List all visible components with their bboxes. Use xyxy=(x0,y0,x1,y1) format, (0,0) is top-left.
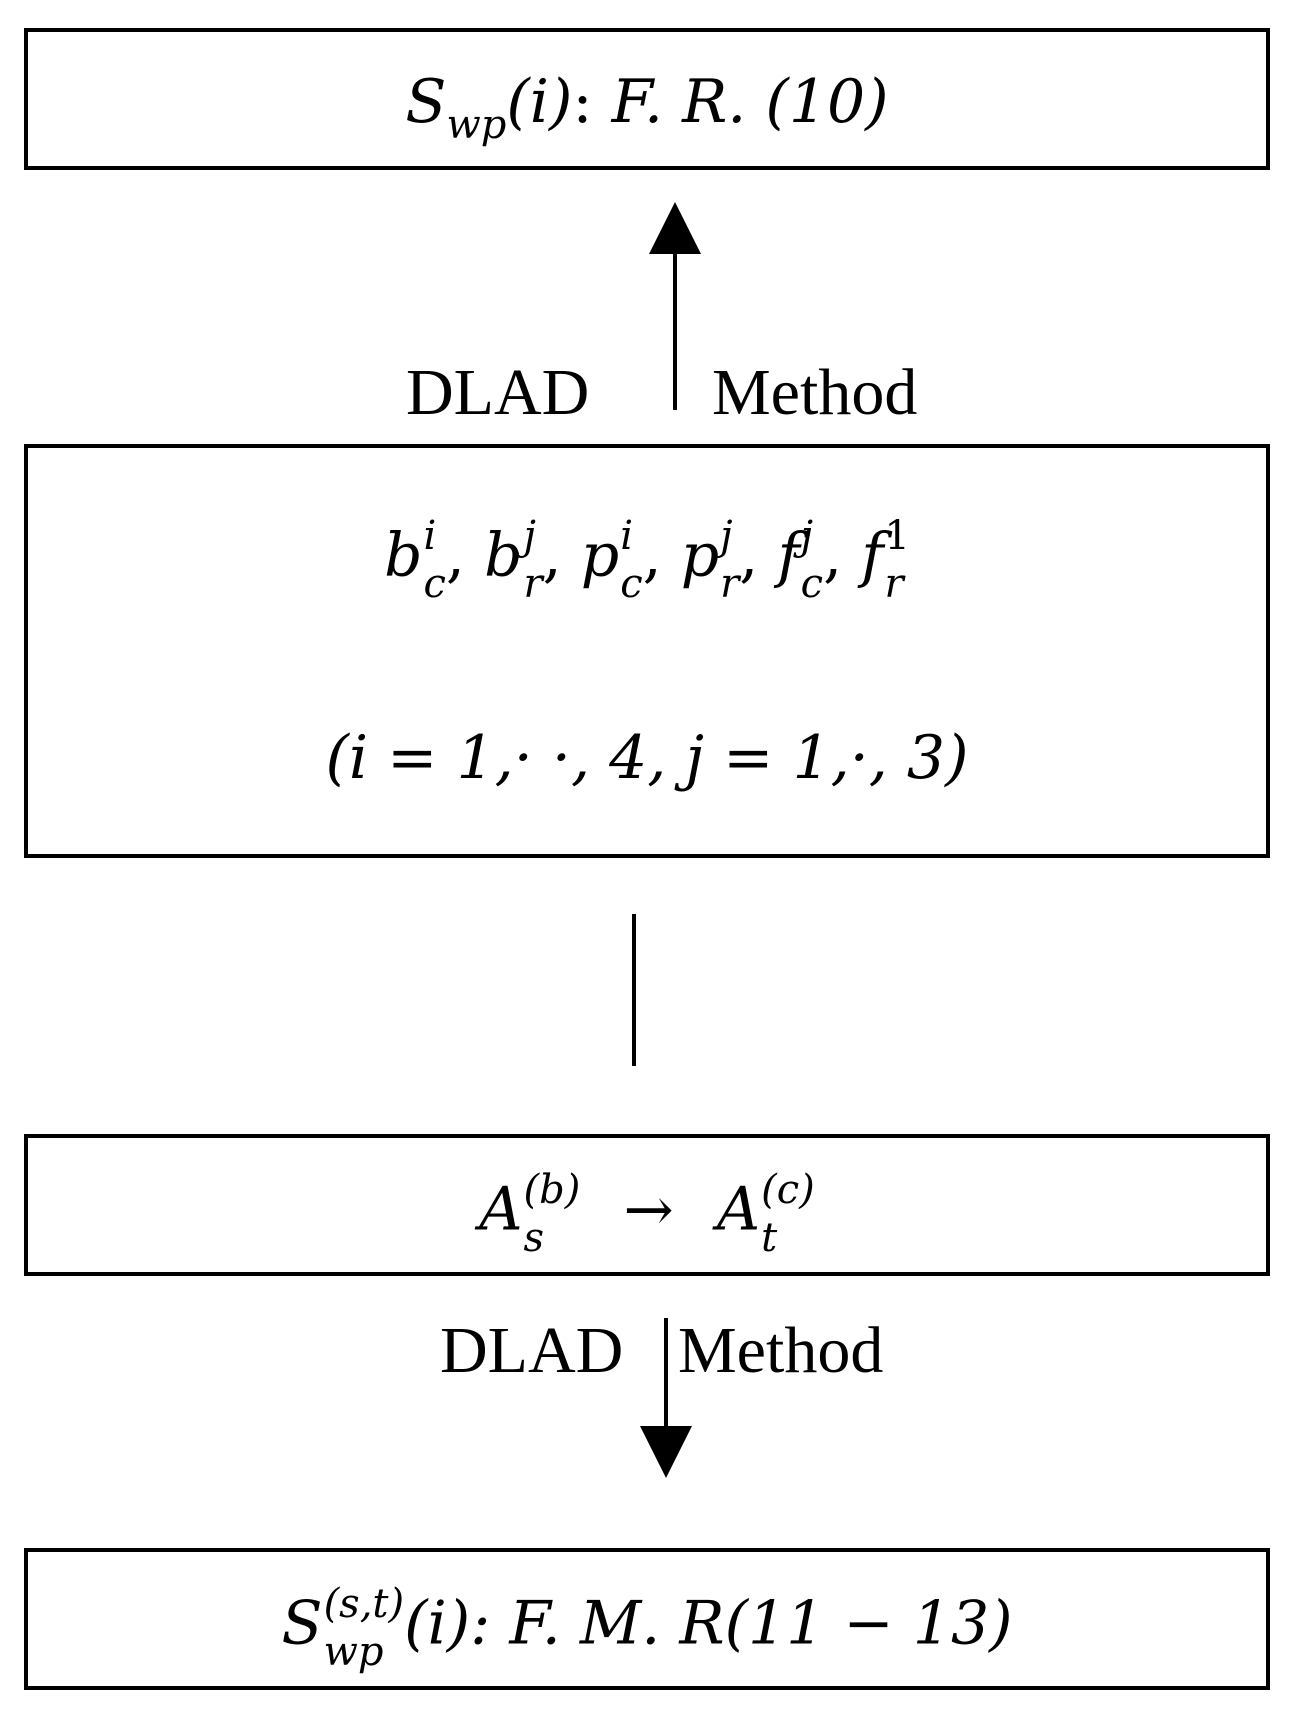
transform-arrow: → xyxy=(623,1174,674,1245)
right-scripts: (c)t xyxy=(761,1170,815,1258)
lower-right-label: Method xyxy=(678,1314,884,1387)
bottom-superscript: (s,t) xyxy=(323,1581,405,1627)
upper-left-label: DLAD xyxy=(406,356,590,429)
left-scripts: (b)s xyxy=(524,1170,581,1258)
bottom-subscript: wp xyxy=(323,1629,384,1675)
bottom-expression: S(s,t)wp(i): F. M. R(11 − 13) xyxy=(28,1584,1266,1672)
right-superscript: (c) xyxy=(761,1167,815,1213)
right-subscript: t xyxy=(761,1215,778,1261)
variable-term-subscript: r xyxy=(884,561,904,607)
transform-expression: A(b)s → A(c)t xyxy=(28,1170,1266,1258)
upper-arrow-shaft xyxy=(673,250,677,410)
term-separator: , xyxy=(642,520,681,591)
variable-term-subscript: c xyxy=(620,561,643,607)
variable-term-base: b xyxy=(484,520,523,591)
variable-term-superscript: i xyxy=(620,513,633,559)
variable-term-base: f xyxy=(861,520,884,591)
lower-arrow-shaft xyxy=(664,1318,668,1430)
left-superscript: (b) xyxy=(523,1167,581,1213)
bottom-scripts: (s,t)wp xyxy=(324,1584,405,1672)
variable-term-superscript: j xyxy=(800,513,814,559)
term-separator: , xyxy=(542,520,581,591)
top-argument: (i) xyxy=(506,67,573,137)
top-rest: : xyxy=(572,67,612,137)
variable-term-superscript: i xyxy=(423,513,437,559)
lower-arrow-head xyxy=(640,1426,692,1478)
right-symbol: A xyxy=(716,1174,761,1245)
variable-term-superscript: 1 xyxy=(884,513,910,559)
left-symbol: A xyxy=(479,1174,523,1245)
top-box: Swp(i): F. R. (10) xyxy=(24,28,1270,170)
upper-arrow-head xyxy=(649,202,701,254)
variable-term-superscript: j xyxy=(720,513,733,559)
variable-term-subscript: r xyxy=(720,561,740,607)
term-separator: , xyxy=(739,520,778,591)
connector-line xyxy=(632,914,636,1066)
top-symbol: S xyxy=(405,67,447,137)
term-separator: , xyxy=(823,520,862,591)
term-separator: , xyxy=(445,520,485,591)
lower-left-label: DLAD xyxy=(440,1314,624,1387)
index-range: (i = 1,· ·, 4, j = 1,·, 3) xyxy=(325,723,969,793)
bottom-rest: : F. M. R(11 − 13) xyxy=(470,1588,1013,1659)
variable-term-subscript: c xyxy=(800,561,824,607)
left-subscript: s xyxy=(523,1215,545,1261)
bottom-box: S(s,t)wp(i): F. M. R(11 − 13) xyxy=(24,1548,1270,1690)
variable-term-base: b xyxy=(384,520,423,591)
variable-term-base: f xyxy=(777,520,800,591)
variable-term-base: p xyxy=(680,520,720,591)
transform-box: A(b)s → A(c)t xyxy=(24,1134,1270,1276)
upper-right-label: Method xyxy=(712,356,918,429)
variable-term-subscript: c xyxy=(423,561,446,607)
top-box-expression: Swp(i): F. R. (10) xyxy=(28,72,1266,145)
bottom-symbol: S xyxy=(281,1588,323,1659)
top-rest-text: F. R. (10) xyxy=(611,67,889,137)
top-subscript: wp xyxy=(446,102,507,148)
bottom-argument: (i) xyxy=(404,1588,471,1659)
variable-term-subscript: r xyxy=(523,561,543,607)
variable-term-base: p xyxy=(580,520,620,591)
variable-term-superscript: j xyxy=(523,513,536,559)
